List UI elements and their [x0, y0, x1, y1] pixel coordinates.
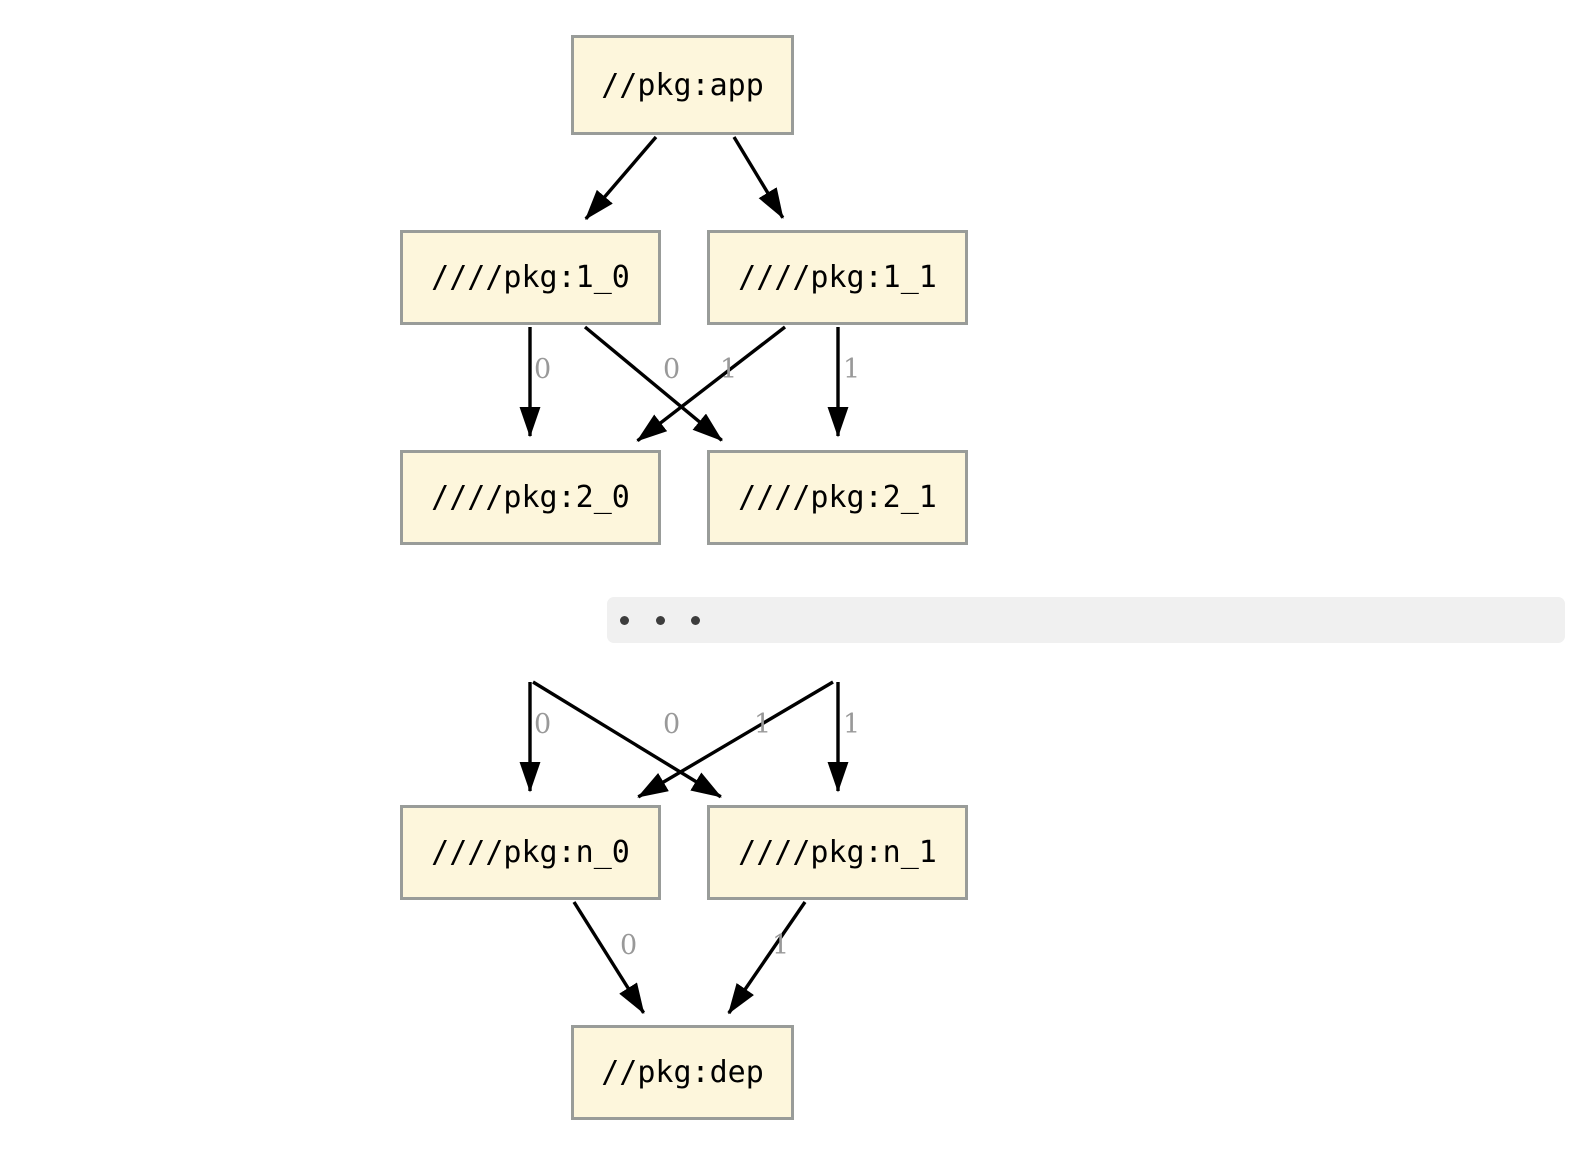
graph-edge-app-to-l1_0	[584, 135, 658, 220]
ellipsis-dot	[690, 615, 700, 625]
edge-label: 0	[534, 709, 552, 740]
edge-label: 0	[534, 354, 552, 385]
edge-label: 1	[843, 354, 861, 385]
ellipsis-dot	[655, 615, 665, 625]
graph-node-ln_0[interactable]: ////pkg:n_0	[400, 805, 661, 900]
edge-label: 0	[663, 709, 681, 740]
graph-node-l2_1[interactable]: ////pkg:2_1	[707, 450, 968, 545]
edge-label: 1	[720, 354, 738, 385]
graph-node-l1_0[interactable]: ////pkg:1_0	[400, 230, 661, 325]
edge-label: 1	[754, 709, 772, 740]
edge-label: 0	[620, 930, 638, 961]
edge-label: 1	[772, 930, 790, 961]
ellipsis-band	[607, 597, 1565, 643]
graph-node-dep[interactable]: //pkg:dep	[571, 1025, 794, 1120]
graph-edge-to-ln_1	[532, 680, 722, 799]
graph-edge-app-to-l1_1	[732, 136, 785, 219]
graph-edge-to-ln_0	[637, 680, 834, 799]
graph-node-l1_1[interactable]: ////pkg:1_1	[707, 230, 968, 325]
graph-edge-l1_1-to-l2_0	[636, 325, 787, 443]
graph-node-ln_1[interactable]: ////pkg:n_1	[707, 805, 968, 900]
edge-label: 0	[663, 354, 681, 385]
graph-node-app[interactable]: //pkg:app	[571, 35, 794, 135]
ellipsis-dot	[619, 615, 629, 625]
graph-node-l2_0[interactable]: ////pkg:2_0	[400, 450, 661, 545]
graph-edge-ln_0-to-dep	[572, 901, 646, 1014]
edge-label: 1	[843, 709, 861, 740]
graph-edge-ln_1-to-dep	[727, 901, 807, 1015]
graph-edge-l1_0-to-l2_1	[583, 325, 723, 442]
